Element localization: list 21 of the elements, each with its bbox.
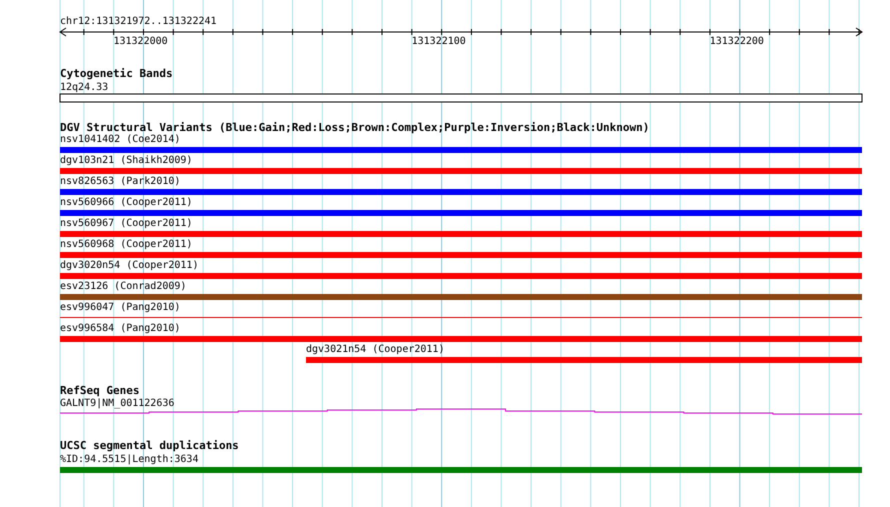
feature-name: esv996047 (Pang2010)	[60, 302, 180, 313]
tick-label: 131322100	[412, 36, 466, 47]
feature-name: nsv560966 (Cooper2011)	[60, 197, 192, 208]
track-heading: UCSC segmental duplications	[60, 440, 239, 451]
tick-label: 131322200	[710, 36, 764, 47]
feature-name: dgv103n21 (Shaikh2009)	[60, 155, 192, 166]
feature-name: esv23126 (Conrad2009)	[60, 281, 186, 292]
track-heading: Cytogenetic Bands	[60, 68, 173, 79]
feature-name: nsv560967 (Cooper2011)	[60, 218, 192, 229]
feature-name: %ID:94.5515|Length:3634	[60, 454, 198, 465]
feature-name: dgv3021n54 (Cooper2011)	[306, 344, 444, 355]
feature-name: esv996584 (Pang2010)	[60, 323, 180, 334]
coordinate-range: chr12:131321972..131322241	[60, 16, 217, 27]
feature-name: dgv3020n54 (Cooper2011)	[60, 260, 198, 271]
band-name: 12q24.33	[60, 82, 108, 93]
feature-name: nsv1041402 (Coe2014)	[60, 134, 180, 145]
track-heading: DGV Structural Variants (Blue:Gain;Red:Loss;Brown:Complex;Purple:Inversion;Black:Unknown)	[60, 122, 650, 133]
gene-name: GALNT9|NM_001122636	[60, 398, 174, 409]
tick-label: 131322000	[113, 36, 168, 47]
feature-name: nsv826563 (Park2010)	[60, 176, 180, 187]
feature-name: nsv560968 (Cooper2011)	[60, 239, 192, 250]
